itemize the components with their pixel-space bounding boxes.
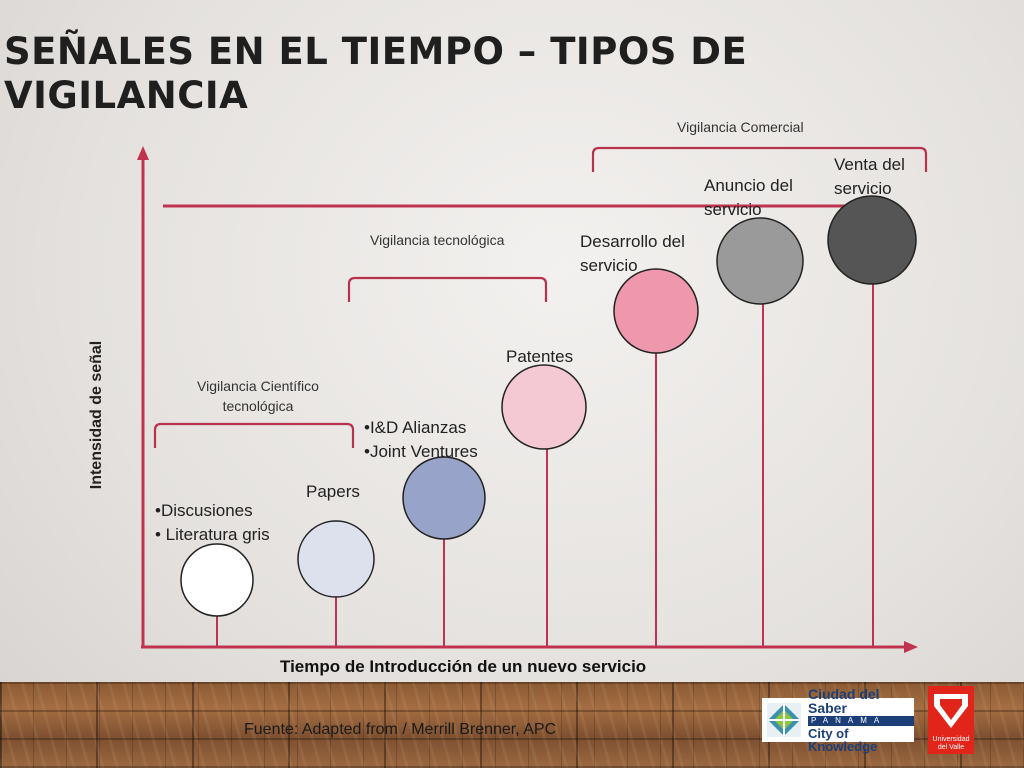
circle-desarrollo xyxy=(613,268,699,354)
label-anuncio: Anuncio del servicio xyxy=(704,174,793,222)
stems xyxy=(216,283,874,647)
x-axis-arrowhead xyxy=(904,641,918,653)
x-axis-label: Tiempo de Introducción de un nuevo servi… xyxy=(280,657,647,676)
slide-title: SEÑALES EN EL TIEMPO – TIPOS DE VIGILANC… xyxy=(4,30,904,118)
label-venta-line2: servicio xyxy=(834,179,892,198)
label-desarrollo-line1: Desarrollo del xyxy=(580,232,685,251)
label-papers: Papers xyxy=(306,482,360,501)
label-alianzas-line1: •I&D Alianzas xyxy=(364,418,467,437)
bracket-comercial xyxy=(591,146,928,172)
label-anuncio-line1: Anuncio del xyxy=(704,176,793,195)
stage-circles xyxy=(180,195,917,617)
y-axis-label: Intensidad de señal xyxy=(88,340,105,490)
label-alianzas: •I&D Alianzas •Joint Ventures xyxy=(364,416,478,464)
circle-anuncio xyxy=(716,217,804,305)
label-venta: Venta del servicio xyxy=(834,153,905,201)
ciudad-del-saber-logo: Ciudad del Saber PANAMA City of Knowledg… xyxy=(762,687,914,753)
label-desarrollo: Desarrollo del servicio xyxy=(580,230,685,278)
bracket-cientifico xyxy=(153,422,355,448)
universidad-del-valle-logo: Universidad del Valle xyxy=(928,686,974,754)
label-anuncio-line2: servicio xyxy=(704,200,762,219)
circle-patentes xyxy=(501,364,587,450)
label-discusiones: •Discusiones • Literatura gris xyxy=(155,499,270,547)
circle-papers xyxy=(297,520,375,598)
label-venta-line1: Venta del xyxy=(834,155,905,174)
cds-logo-line1: Ciudad del Saber xyxy=(808,686,880,716)
label-vigilancia-cientifico-line2: tecnológica xyxy=(222,398,294,414)
circle-alianzas xyxy=(402,456,486,540)
universidad-del-valle-mark-icon xyxy=(934,694,968,728)
ciudad-del-saber-mark-icon xyxy=(765,701,803,739)
label-patentes: Patentes xyxy=(506,347,574,366)
circle-venta xyxy=(827,195,917,285)
cds-logo-line2: PANAMA xyxy=(808,716,914,726)
slide-title-line1: SEÑALES EN EL TIEMPO – TIPOS DE xyxy=(4,30,748,73)
label-desarrollo-line2: servicio xyxy=(580,256,638,275)
universidad-del-valle-text: Universidad del Valle xyxy=(932,736,970,751)
cds-logo-line3: City of Knowledge xyxy=(808,726,878,754)
label-vigilancia-tecnologica: Vigilancia tecnológica xyxy=(370,232,505,248)
label-discusiones-line2: • Literatura gris xyxy=(155,525,270,544)
brackets xyxy=(153,146,928,448)
y-axis-arrowhead xyxy=(137,146,149,160)
label-vigilancia-comercial: Vigilancia Comercial xyxy=(677,119,804,135)
label-vigilancia-cientifico-line1: Vigilancia Científico xyxy=(197,378,319,394)
source-citation: Fuente: Adapted from / Merrill Brenner, … xyxy=(244,721,557,738)
slide-title-line2: VIGILANCIA xyxy=(4,74,249,117)
label-alianzas-line2: •Joint Ventures xyxy=(364,442,478,461)
label-discusiones-line1: •Discusiones xyxy=(155,501,253,520)
bracket-tecnologica xyxy=(347,276,548,302)
circle-discusiones xyxy=(180,543,254,617)
axes xyxy=(137,146,918,653)
label-vigilancia-cientifico: Vigilancia Científico tecnológica xyxy=(178,376,338,416)
